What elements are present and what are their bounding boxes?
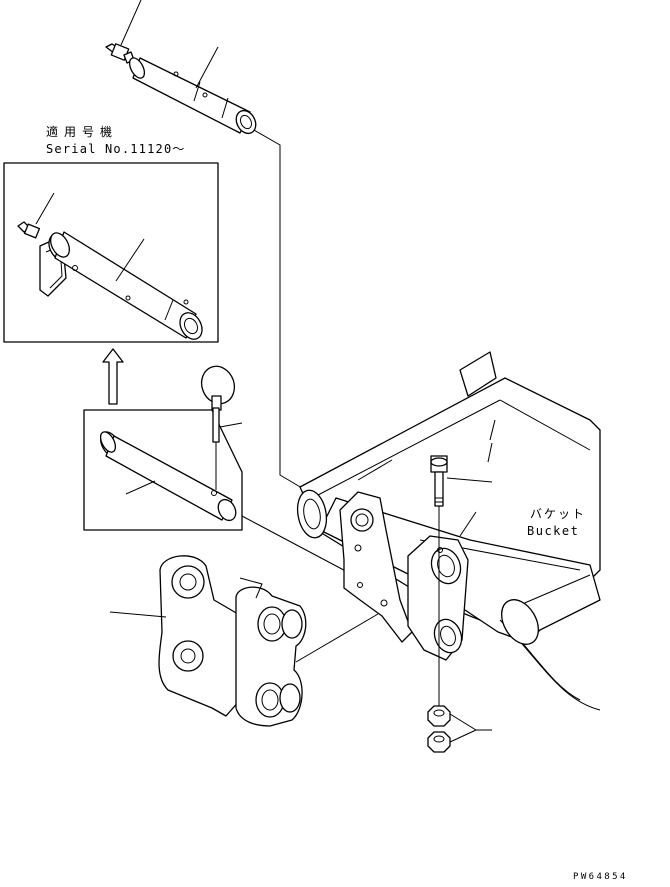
grease-fitting-inset [17,221,41,239]
applicable-serial-heading: 適用号機 [46,125,119,139]
bolt [430,455,493,712]
serial-inset-box [3,162,219,343]
grease-fitting-top [105,43,135,64]
bucket [296,351,601,711]
standard-pin-box [83,365,243,531]
link [109,555,379,727]
lock-pin [200,365,236,490]
top-pin [128,57,257,135]
bucket-label-english: Bucket [527,524,580,538]
standard-pin [99,431,237,522]
drawing-number: PW64854 [573,872,628,882]
serial-range-label: Serial No.11120～ [46,142,186,156]
bucket-label-japanese: バケット [530,507,587,521]
up-arrow [102,348,124,405]
inset-pin-with-plate [39,231,203,340]
nuts [427,705,492,753]
top-pin-assembly [105,0,303,489]
